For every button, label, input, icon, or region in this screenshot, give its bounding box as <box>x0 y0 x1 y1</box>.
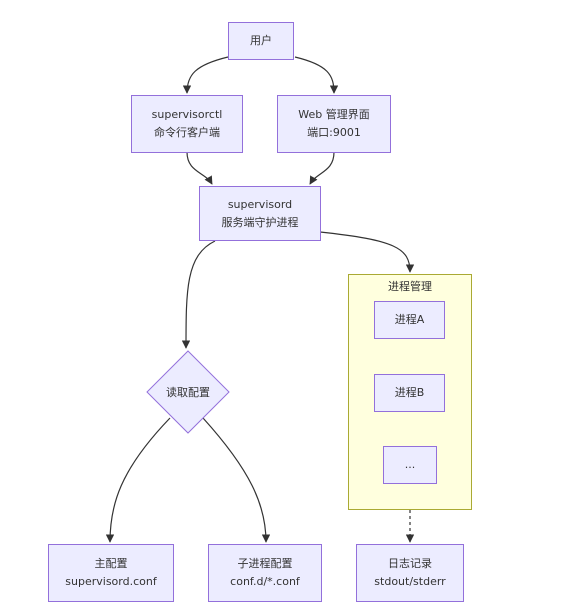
node-process-more-line-1: ... <box>404 458 416 471</box>
node-main-config[interactable]: 主配置 supervisord.conf <box>48 544 174 602</box>
node-web-ui-line-2: 端口:9001 <box>307 126 361 139</box>
node-supervisord-line-1: supervisord <box>227 197 293 211</box>
edge-daemon-to-read-config <box>181 240 216 349</box>
node-log-line-1: 日志记录 <box>388 557 432 570</box>
node-supervisord-line-2: 服务端守护进程 <box>221 215 299 229</box>
node-read-config-label: 读取配置 <box>166 386 210 399</box>
node-main-config-line-1: 主配置 <box>94 557 128 570</box>
edge-web-to-daemon <box>309 151 335 185</box>
edge-user-to-ctl <box>182 56 229 94</box>
node-sub-config-line-2: conf.d/*.conf <box>230 575 300 588</box>
node-user[interactable]: 用户 <box>228 22 294 60</box>
edge-read-config-to-sub-conf <box>202 417 271 543</box>
node-user-line-1: 用户 <box>250 34 272 47</box>
node-supervisorctl-line-1: supervisorctl <box>151 108 223 121</box>
node-main-config-line-2: supervisord.conf <box>65 575 157 588</box>
node-process-more[interactable]: ... <box>383 446 437 484</box>
edge-read-config-to-main-conf <box>105 417 171 543</box>
node-log[interactable]: 日志记录 stdout/stderr <box>356 544 464 602</box>
edge-user-to-web <box>294 56 339 94</box>
node-supervisorctl-line-2: 命令行客户端 <box>154 126 220 139</box>
edge-ctl-to-daemon <box>186 151 213 185</box>
node-supervisorctl[interactable]: supervisorctl 命令行客户端 <box>131 95 243 153</box>
node-sub-config[interactable]: 子进程配置 conf.d/*.conf <box>208 544 322 602</box>
diamond-shape <box>146 350 230 434</box>
cluster-title: 进程管理 <box>388 280 432 293</box>
node-sub-config-line-1: 子进程配置 <box>237 557 293 570</box>
node-log-line-2: stdout/stderr <box>374 575 446 588</box>
node-process-a-line-1: 进程A <box>394 313 425 326</box>
node-supervisord[interactable]: supervisord 服务端守护进程 <box>199 186 321 241</box>
node-web-ui-line-1: Web 管理界面 <box>298 108 370 121</box>
node-read-config[interactable]: 读取配置 <box>146 350 230 434</box>
edge-daemon-to-cluster <box>319 231 415 273</box>
node-web-ui[interactable]: Web 管理界面 端口:9001 <box>277 95 391 153</box>
node-process-b-line-1: 进程B <box>394 386 425 399</box>
node-process-a[interactable]: 进程A <box>374 301 445 339</box>
node-process-b[interactable]: 进程B <box>374 374 445 412</box>
